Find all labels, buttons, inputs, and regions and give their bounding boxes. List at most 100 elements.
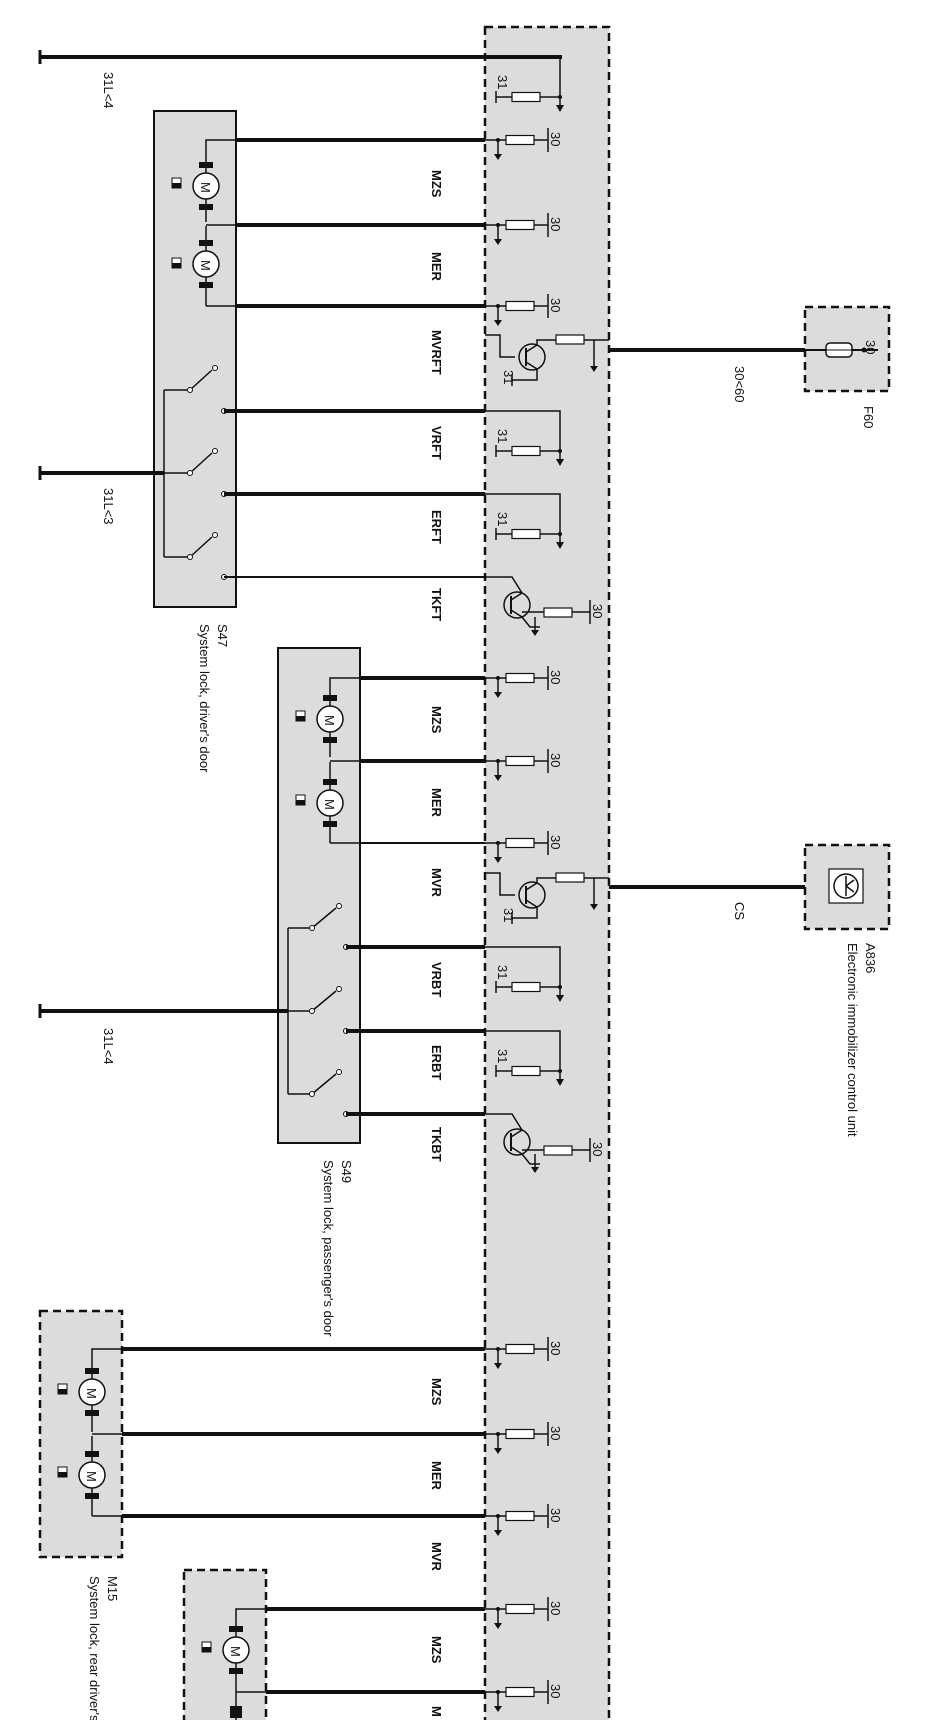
a836-control-unit: A836 Electronic immobilizer control unit: [803, 843, 891, 1137]
terminal-30-label: 30: [548, 132, 563, 146]
transistor-stage: 31: [485, 334, 609, 386]
svg-text:30: 30: [590, 604, 605, 618]
ground-wire-3: 31L<4: [38, 1004, 288, 1065]
signal-label: TKFT: [429, 588, 444, 621]
terminal-30-label: 30: [548, 1341, 563, 1355]
s49-signal-wires: MZS MER MVR VRBT ERBT TKBT: [346, 676, 485, 1162]
m15-signal-wires: MZS MER MVR: [122, 1347, 485, 1572]
s47-desc-label: System lock, driver's door: [197, 624, 212, 773]
terminal-30-label: 30: [548, 670, 563, 684]
driver-stage-30: 30: [485, 666, 563, 698]
terminal-30-label: 30: [548, 298, 563, 312]
terminal-31-label: 31: [495, 429, 510, 443]
signal-label: ERBT: [429, 1045, 444, 1080]
signal-label: MVRFT: [429, 330, 444, 375]
svg-text:M: M: [228, 1646, 243, 1657]
driver-stage-30: 30: [485, 1680, 563, 1712]
transistor-stage: 31: [485, 872, 609, 924]
m15-desc-label: System lock, rear driver's side: [87, 1576, 102, 1720]
ground-wire-2: 31L<3: [38, 466, 164, 525]
ground-label-3: 31L<4: [101, 1028, 116, 1065]
motor-icon: M: [57, 1350, 106, 1432]
driver-stage-30: 30: [485, 1504, 563, 1536]
svg-text:M: M: [84, 1388, 99, 1399]
ground-label-2: 31L<3: [101, 488, 116, 525]
signal-label: M: [429, 1706, 444, 1717]
input-stage-31: 31: [485, 410, 564, 466]
f60-id-label: F60: [861, 406, 876, 428]
signal-label: VRBT: [429, 962, 444, 997]
input-stage-31: 31: [485, 946, 564, 1002]
a836-desc-label: Electronic immobilizer control unit: [845, 943, 860, 1137]
motor-icon: M: [171, 150, 220, 222]
driver-stage-30: 30: [485, 1597, 563, 1629]
svg-text:31: 31: [501, 908, 516, 922]
signal-label: MER: [429, 788, 444, 818]
signal-label: MZS: [429, 706, 444, 734]
f60-fuse: 30 F60: [803, 305, 891, 428]
signal-label: ERFT: [429, 510, 444, 544]
motor-icon: M: [295, 680, 344, 757]
cs-label: CS: [732, 902, 747, 920]
ground-wire-1: 31L<4: [38, 50, 562, 109]
terminal-31-label: 31: [495, 512, 510, 526]
svg-text:31: 31: [501, 370, 516, 384]
terminal-31-label: 31: [495, 1049, 510, 1063]
signal-label: MER: [429, 1461, 444, 1491]
s47-lock-unit: M M S47 Sy: [153, 110, 237, 773]
f60-feed-label: 30<60: [732, 366, 747, 403]
signal-label: TKBT: [429, 1127, 444, 1162]
motor-icon: M: [295, 762, 344, 843]
driver-stage-30: 30: [485, 831, 563, 863]
motor-icon: M: [171, 226, 220, 306]
terminal-30-label: 30: [548, 217, 563, 231]
rear-passenger-signal-wires: MZS M: [266, 1607, 485, 1717]
driver-stage-30: 30: [485, 213, 563, 245]
svg-text:M: M: [322, 715, 337, 726]
terminal-30-label: 30: [548, 835, 563, 849]
f60-feed-wire: 30<60: [609, 348, 838, 403]
driver-stage-30: 30: [485, 1422, 563, 1454]
svg-text:30: 30: [863, 340, 878, 354]
signal-label: MZS: [429, 1378, 444, 1406]
svg-text:30: 30: [590, 1142, 605, 1156]
svg-text:M: M: [322, 799, 337, 810]
s49-id-label: S49: [339, 1160, 354, 1183]
svg-text:M: M: [198, 260, 213, 271]
m15-id-label: M15: [105, 1576, 120, 1601]
terminal-30-label: 30: [548, 753, 563, 767]
control-unit-box: [483, 25, 611, 1720]
driver-stage-30: 30: [485, 749, 563, 781]
motor-icon: M: [57, 1436, 106, 1516]
signal-label: VRFT: [429, 426, 444, 460]
s49-desc-label: System lock, passenger's door: [321, 1160, 336, 1337]
motor-icon: M: [201, 1610, 250, 1720]
signal-label: MZS: [429, 170, 444, 198]
svg-text:M: M: [198, 182, 213, 193]
signal-label: MVR: [429, 868, 444, 898]
rear-passenger-lock-unit: M: [182, 1568, 268, 1720]
driver-stage-30: 30: [485, 1337, 563, 1369]
input-stage-31: 31: [485, 1030, 564, 1086]
signal-label: MER: [429, 252, 444, 282]
input-stage-31: 31 31 31 31 31: [485, 56, 564, 1086]
svg-text:M: M: [84, 1471, 99, 1482]
a836-id-label: A836: [863, 943, 878, 973]
transistor-stage: 30: [485, 1113, 605, 1173]
terminal-30-label: 30: [548, 1684, 563, 1698]
driver-stage-30: 30: [485, 128, 563, 160]
cs-wire: CS: [609, 885, 805, 920]
m15-lock-unit: M M M15 System lock, rear driver's side: [38, 1309, 124, 1720]
signal-label: MVR: [429, 1542, 444, 1572]
driver-stage-30: 30: [485, 294, 563, 326]
input-stage-31: 31: [485, 56, 564, 112]
immobilizer-icon: [833, 873, 859, 899]
terminal-31-label: 31: [495, 75, 510, 89]
driver-stage-30: 30 30 30 30 30 30 30 30 30 30 30: [485, 128, 563, 1712]
terminal-30-label: 30: [548, 1426, 563, 1440]
s47-signal-wires: MZS MER MVRFT VRFT ERFT TKFT: [224, 138, 485, 621]
transistor-stage: 30: [485, 576, 605, 636]
s49-lock-unit: M M S49 System lock,: [277, 647, 361, 1337]
s47-id-label: S47: [215, 624, 230, 647]
